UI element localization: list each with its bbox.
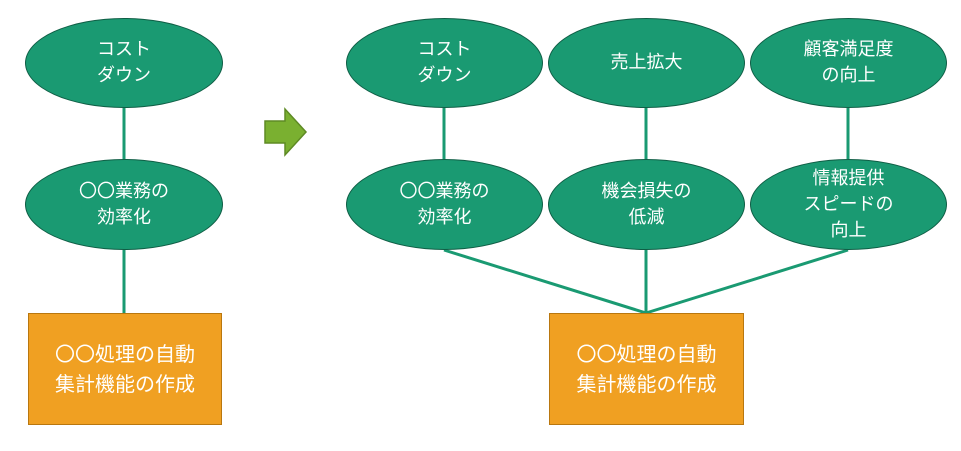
- right-action-label: 〇〇処理の自動 集計機能の作成: [576, 342, 717, 396]
- right-goal-label-1: コスト ダウン: [417, 39, 472, 86]
- left-action-label: 〇〇処理の自動 集計機能の作成: [55, 342, 195, 396]
- left-goal-label: コスト ダウン: [97, 39, 151, 86]
- right-objective-label-2: 機会損失の 低減: [601, 180, 692, 228]
- arrow-right-icon: [264, 107, 308, 157]
- right-objective-label-3: 情報提供 スピードの 向上: [803, 167, 894, 241]
- left-objective-node: 〇〇業務の 効率化: [25, 159, 223, 250]
- right-goal-label-3: 顧客満足度 の向上: [803, 39, 894, 86]
- right-goal-node-2: 売上拡大: [548, 18, 745, 108]
- right-action-box: 〇〇処理の自動 集計機能の作成: [549, 313, 744, 425]
- left-objective-label: 〇〇業務の 効率化: [79, 180, 169, 228]
- right-goal-node-3: 顧客満足度 の向上: [750, 18, 947, 108]
- connector-right-objective-1-action: [443, 248, 647, 315]
- right-goal-label-2: 売上拡大: [610, 52, 683, 73]
- right-objective-label-1: 〇〇業務の 効率化: [399, 180, 490, 228]
- left-action-box: 〇〇処理の自動 集計機能の作成: [28, 313, 222, 425]
- left-goal-node: コスト ダウン: [25, 18, 223, 108]
- connector-right-objective-3-action: [645, 248, 849, 315]
- right-objective-node-1: 〇〇業務の 効率化: [346, 159, 543, 250]
- right-objective-node-2: 機会損失の 低減: [548, 159, 745, 250]
- right-goal-node-1: コスト ダウン: [346, 18, 543, 108]
- right-objective-node-3: 情報提供 スピードの 向上: [750, 159, 947, 250]
